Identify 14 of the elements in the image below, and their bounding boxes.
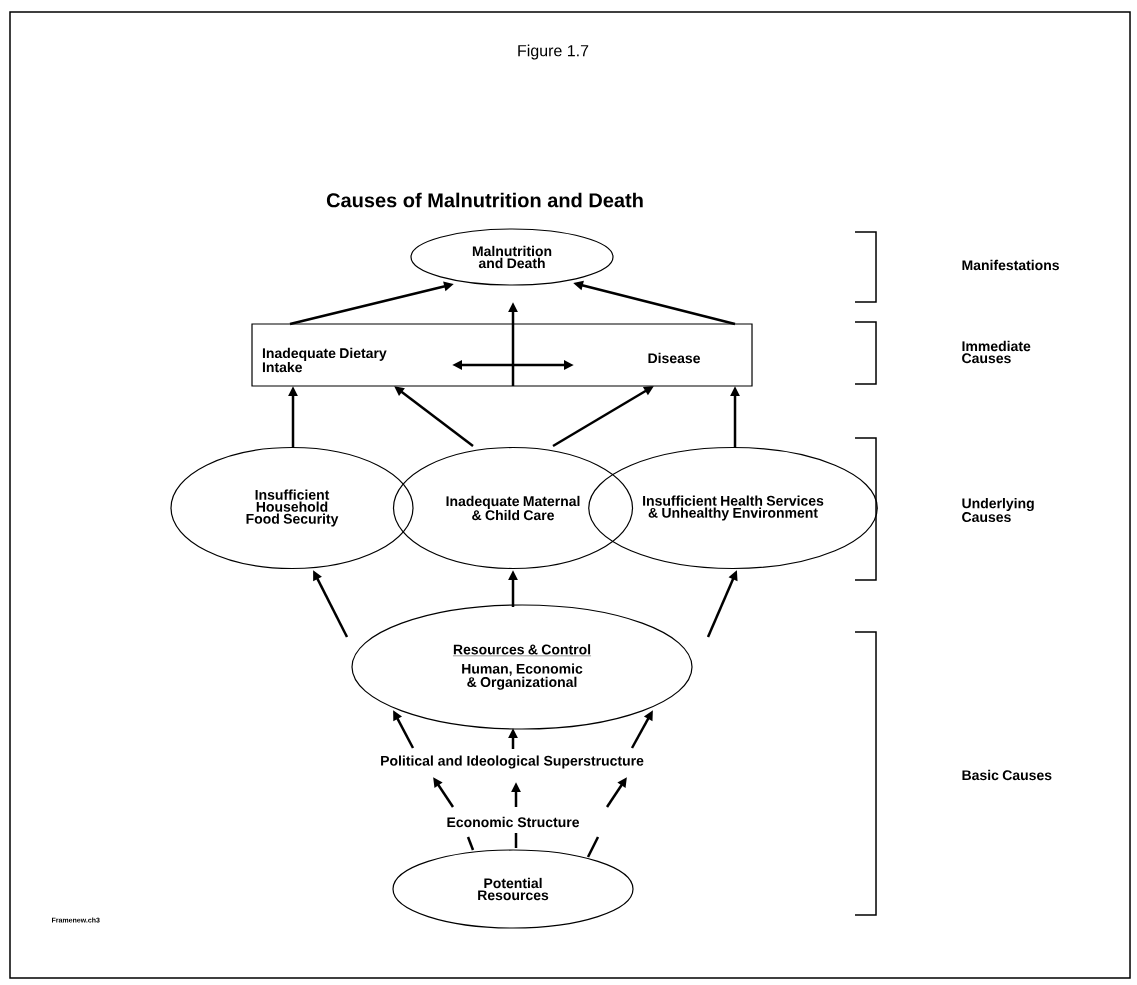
section-label: Basic Causes — [962, 769, 1052, 781]
section-label: Underlying Causes — [962, 498, 1034, 522]
section-label: Manifestations — [962, 259, 1059, 271]
connector-line — [586, 836, 600, 858]
connector-line — [466, 836, 475, 851]
figure-number: Figure 1.7 — [518, 44, 589, 60]
cause-text: Political and Ideological Superstructure — [381, 755, 644, 769]
cause-text: Inadequate Dietary Intake — [262, 347, 387, 373]
box — [251, 323, 753, 387]
title: Causes of Malnutrition and Death — [326, 192, 643, 208]
cause-text: Disease — [648, 352, 700, 364]
cause-text: Economic Structure — [447, 816, 580, 828]
section-label: Immediate Causes — [962, 340, 1031, 364]
connector-line — [514, 833, 518, 848]
